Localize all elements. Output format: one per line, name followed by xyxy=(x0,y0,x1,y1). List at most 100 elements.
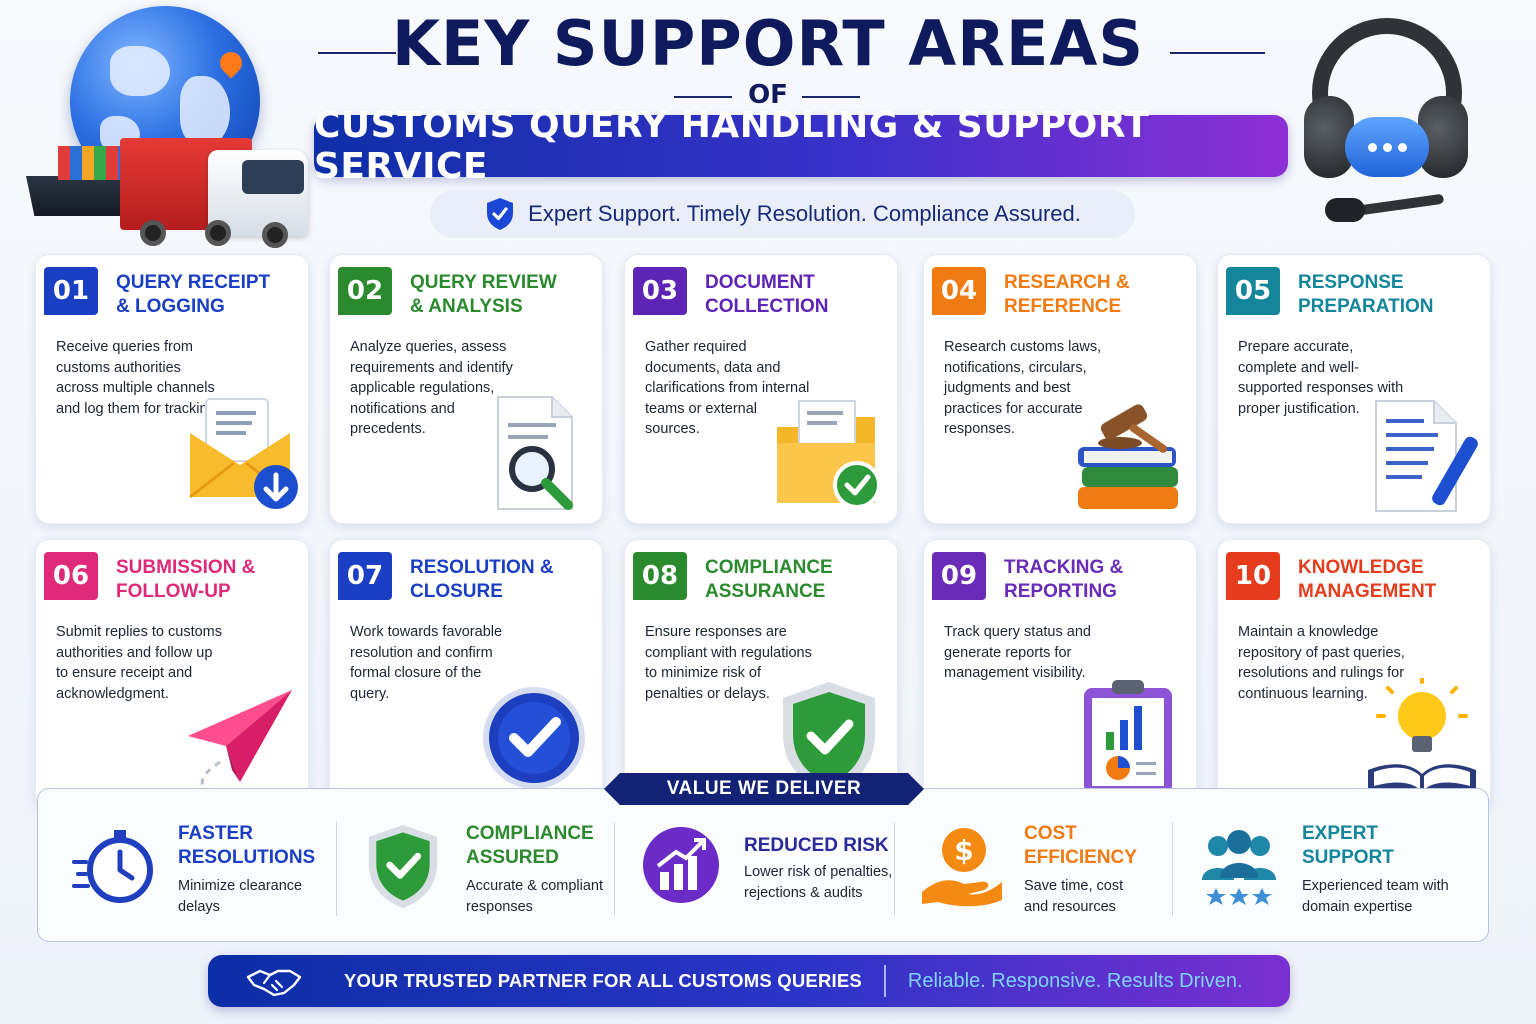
value-title: EXPERT SUPPORT xyxy=(1302,822,1394,870)
card-title-line: CLOSURE xyxy=(410,581,503,602)
card-description: Research customs laws, notifications, ci… xyxy=(944,339,1102,437)
value-description: Minimize clearance delays xyxy=(178,876,302,917)
value-description-line: rejections & audits xyxy=(744,884,863,901)
mic-arm xyxy=(1351,193,1445,217)
card-number-badge: 01 xyxy=(44,267,98,315)
wheel-icon xyxy=(140,220,166,246)
card-title-line: KNOWLEDGE xyxy=(1298,557,1424,578)
value-description-line: Minimize clearance xyxy=(178,878,303,894)
gavel-books-icon xyxy=(1070,393,1186,513)
value-item: REDUCED RISK Lower risk of penalties, reje… xyxy=(638,800,898,930)
handshake-icon xyxy=(246,969,302,997)
footer-banner: YOUR TRUSTED PARTNER FOR ALL CUSTOMS QUE… xyxy=(208,955,1290,1007)
value-title-line: FASTER xyxy=(178,823,253,844)
card-title: QUERY RECEIPT& LOGGING xyxy=(116,271,306,319)
shield-check-icon xyxy=(487,198,514,230)
value-description-line: Lower risk of penalties, xyxy=(744,864,893,880)
lightbulb-book-icon xyxy=(1364,676,1480,798)
card-title-line: REPORTING xyxy=(1004,581,1117,602)
value-title-line: REDUCED RISK xyxy=(744,835,889,856)
card-title: TRACKING &REPORTING xyxy=(1004,556,1194,604)
title-of: OF xyxy=(748,80,788,110)
card-number-badge: 02 xyxy=(338,267,392,315)
value-divider xyxy=(614,822,615,916)
paper-plane-icon xyxy=(182,678,298,798)
card-title-line: RESPONSE xyxy=(1298,272,1404,293)
of-rule-left xyxy=(674,96,732,98)
value-title-line: ASSURED xyxy=(466,847,559,868)
truck-window xyxy=(242,160,304,194)
title-banner: CUSTOMS QUERY HANDLING & SUPPORT SERVICE xyxy=(314,105,1288,187)
svg-text:$: $ xyxy=(954,834,973,867)
card-title-line: DOCUMENT xyxy=(705,272,815,293)
shield-check-icon xyxy=(771,678,887,798)
card-title-line: QUERY RECEIPT xyxy=(116,272,271,293)
growth-chart-icon xyxy=(638,822,724,908)
value-divider xyxy=(336,822,337,916)
support-card: 07 RESOLUTION & CLOSURE Work towards favora… xyxy=(329,539,603,809)
card-number-badge: 09 xyxy=(932,552,986,600)
card-title-line: RESEARCH & xyxy=(1004,272,1130,293)
card-title-line: QUERY REVIEW xyxy=(410,272,557,293)
wheel-icon xyxy=(205,220,231,246)
card-title-line: MANAGEMENT xyxy=(1298,581,1437,602)
containers-icon xyxy=(58,146,130,180)
card-number-badge: 03 xyxy=(633,267,687,315)
support-card: 09 TRACKING &REPORTING Track query status … xyxy=(923,539,1197,809)
chat-bubble-icon xyxy=(1345,117,1429,177)
footer-left-text: YOUR TRUSTED PARTNER FOR ALL CUSTOMS QUE… xyxy=(344,970,862,991)
card-title-line: & ANALYSIS xyxy=(410,296,523,317)
check-circle-icon xyxy=(476,678,592,798)
value-title-line: RESOLUTIONS xyxy=(178,847,316,868)
value-title-line: EXPERT xyxy=(1302,823,1379,844)
value-description-line: responses xyxy=(466,898,533,915)
of-rule-right xyxy=(802,96,860,98)
card-description: Work towards favorable resolution and co… xyxy=(350,624,503,702)
value-description-line: delays xyxy=(178,898,220,915)
card-title: QUERY REVIEW & ANALYSIS xyxy=(410,271,600,319)
stopwatch-icon xyxy=(72,822,158,908)
value-divider xyxy=(1172,822,1173,916)
value-item: FASTER RESOLUTIONS Minimize clearance delay… xyxy=(72,800,332,930)
folder-check-icon xyxy=(771,393,887,513)
card-title: RESPONSE PREPARATION xyxy=(1298,271,1488,319)
card-description: Maintain a knowledge repository of past … xyxy=(1238,624,1405,702)
card-title-line: FOLLOW-UP xyxy=(116,581,231,602)
card-title-line: RESOLUTION & xyxy=(410,557,554,578)
microphone-icon xyxy=(1325,198,1365,222)
tagline-pill: Expert Support. Timely Resolution. Compl… xyxy=(430,190,1135,238)
envelope-download-icon xyxy=(182,393,298,513)
card-title-line: PREPARATION xyxy=(1298,296,1434,317)
value-title-line: SUPPORT xyxy=(1302,847,1394,868)
card-title-line: COMPLIANCE xyxy=(705,557,833,578)
card-description: Track query status and generate reports … xyxy=(944,624,1091,681)
document-pen-icon xyxy=(1364,393,1480,513)
title-rule-right xyxy=(1170,52,1265,54)
card-number-badge: 07 xyxy=(338,552,392,600)
value-description-line: Save time, cost xyxy=(1024,878,1124,894)
support-card: 01 QUERY RECEIPT& LOGGING Receive queries … xyxy=(35,254,309,524)
value-label: VALUE WE DELIVER xyxy=(604,773,924,805)
clipboard-chart-icon xyxy=(1070,678,1186,798)
card-description: Receive queries from customs authorities… xyxy=(56,339,220,417)
value-description: Lower risk of penalties, rejections & aud… xyxy=(744,862,892,903)
footer-divider xyxy=(883,965,886,997)
value-title-line: COST xyxy=(1024,823,1077,844)
card-number-badge: 08 xyxy=(633,552,687,600)
footer-right-text: Reliable. Responsive. Results Driven. xyxy=(907,969,1243,992)
card-number-badge: 04 xyxy=(932,267,986,315)
value-title-line: EFFICIENCY xyxy=(1024,847,1137,868)
